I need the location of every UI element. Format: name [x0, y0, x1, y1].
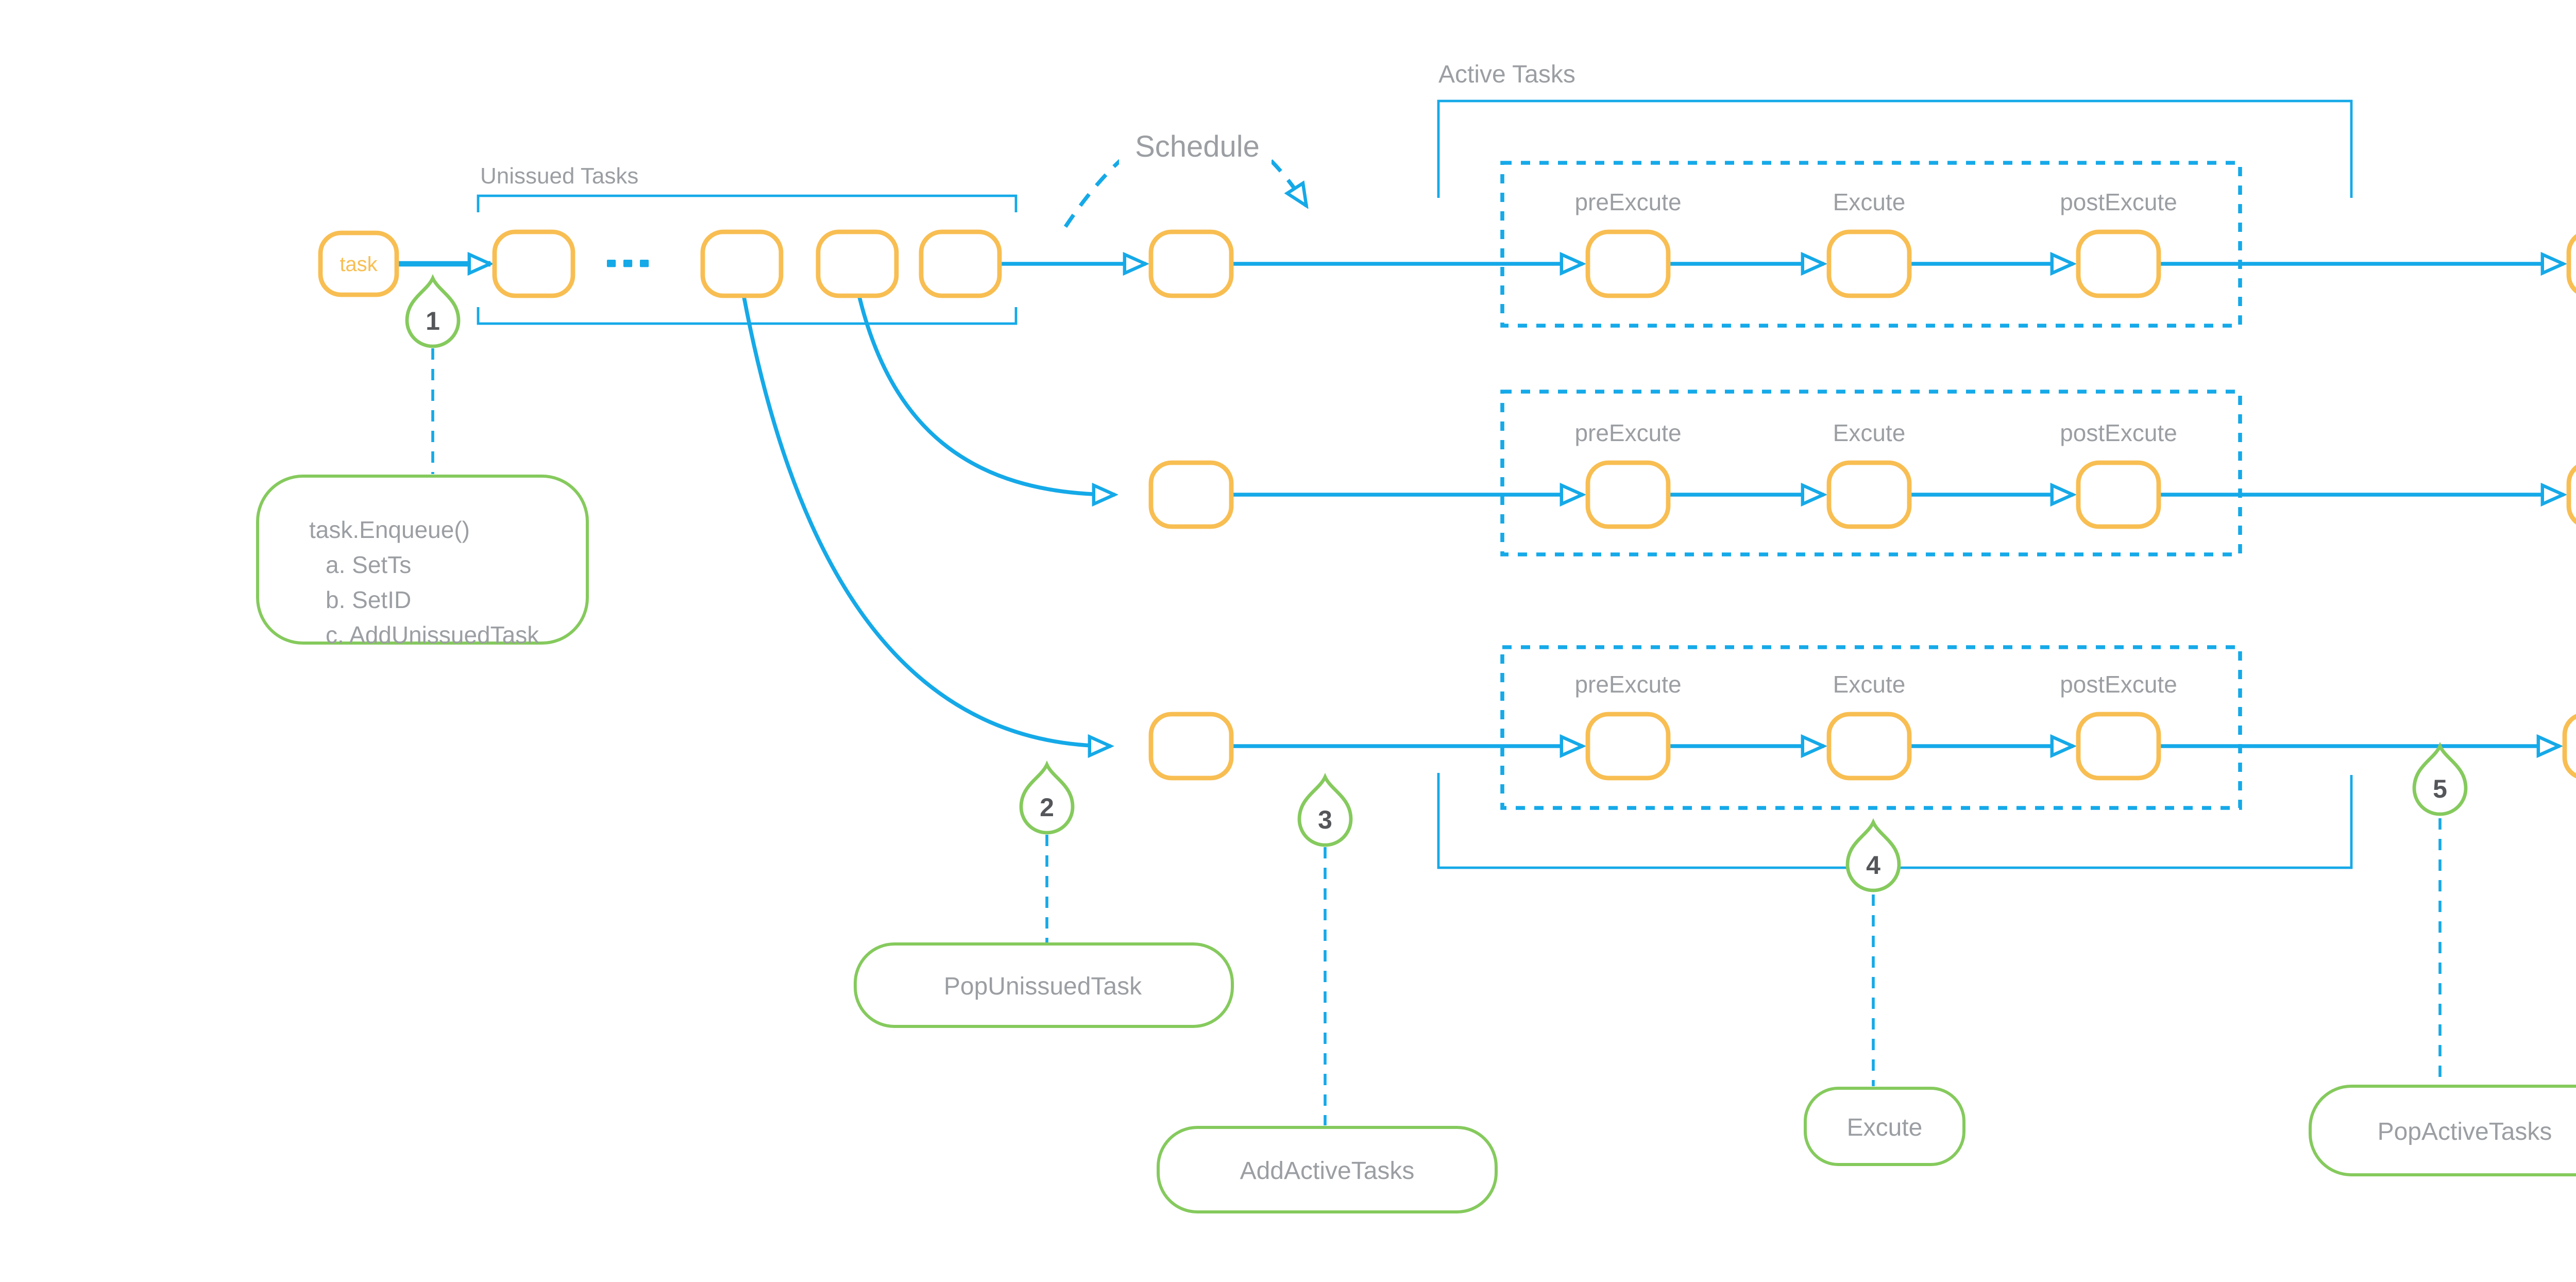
row1-post-execute-node [2076, 229, 2161, 298]
row2-pre-execute-label: preExcute [1574, 419, 1681, 446]
enqueue-line-2: a. SetTs [326, 551, 411, 578]
row2-execute-node [1826, 460, 1912, 529]
row3-post-execute-label: postExcute [2060, 671, 2177, 698]
row3-entry-node [1148, 712, 1234, 781]
add-active-tasks-label: AddActiveTasks [1240, 1157, 1415, 1185]
unissued-tasks-bracket-top [477, 194, 1018, 212]
row2-post-execute-node [2076, 460, 2161, 529]
pin-1: 1 [405, 274, 461, 348]
active-task-box-row2 [1500, 390, 2242, 556]
schedule-label: Schedule [1135, 130, 1260, 163]
queue-node-1 [492, 229, 575, 298]
row3-pre-execute-node [1585, 712, 1671, 781]
row2-execute-label: Excute [1833, 419, 1906, 446]
row2-entry-node [1148, 460, 1234, 529]
pin-2-number: 2 [1040, 793, 1054, 822]
queue-node-2 [700, 229, 784, 298]
pin-2: 2 [1019, 760, 1075, 835]
unissued-tasks-label: Unissued Tasks [480, 163, 638, 189]
enqueue-line-4: c. AddUnissuedTask [326, 621, 539, 648]
enqueue-line-3: b. SetID [326, 586, 411, 613]
pin-3: 3 [1297, 772, 1353, 847]
row1-entry-node [1148, 229, 1234, 298]
row1-execute-label: Excute [1833, 189, 1906, 215]
queue-node-3 [816, 229, 899, 298]
active-tasks-label: Active Tasks [1438, 61, 1575, 88]
row1-post-execute-label: postExcute [2060, 189, 2177, 215]
row2-end-node [2566, 465, 2576, 525]
row3-end-node [2562, 714, 2576, 779]
execute-annotation-label: Excute [1847, 1114, 1923, 1141]
queue-ellipsis-icon [607, 260, 649, 267]
pin-5-number: 5 [2433, 774, 2447, 803]
row3-pre-execute-label: preExcute [1574, 671, 1681, 698]
pop-unissued-task-label: PopUnissuedTask [944, 973, 1142, 1000]
add-active-tasks-box: AddActiveTasks [1157, 1126, 1498, 1213]
task-node-label: task [340, 253, 378, 276]
row2-post-execute-label: postExcute [2060, 419, 2177, 446]
row3-execute-label: Excute [1833, 671, 1906, 698]
pin-4-number: 4 [1866, 851, 1880, 880]
schedule-label-mask [1119, 87, 1272, 177]
task-node: task [318, 230, 399, 297]
curve-queue-to-row3 [742, 296, 1111, 746]
row1-end-node [2566, 234, 2576, 294]
row3-execute-node [1826, 712, 1912, 781]
unissued-tasks-bracket-bottom [477, 307, 1018, 325]
pin-3-number: 3 [1318, 805, 1332, 834]
enqueue-line-1: task.Enqueue() [309, 516, 470, 543]
enqueue-annotation-box: task.Enqueue() a. SetTs b. SetID c. AddU… [256, 475, 589, 648]
row3-post-execute-node [2076, 712, 2161, 781]
pop-unissued-task-box: PopUnissuedTask [854, 942, 1234, 1028]
pop-active-tasks-label: PopActiveTasks [2378, 1118, 2552, 1145]
curve-queue-to-row2 [857, 296, 1115, 495]
pin-1-number: 1 [426, 307, 440, 335]
row2-pre-execute-node [1585, 460, 1671, 529]
pop-active-tasks-box: PopActiveTasks [2309, 1085, 2576, 1176]
active-task-box-row1 [1500, 161, 2242, 328]
active-tasks-bracket [1437, 99, 2353, 198]
queue-node-4 [919, 229, 1002, 298]
pin-4: 4 [1845, 818, 1901, 892]
execute-annotation-box: Excute [1804, 1087, 1965, 1166]
pin-5: 5 [2412, 741, 2468, 816]
active-task-box-row3 [1500, 645, 2242, 810]
row1-pre-execute-node [1585, 229, 1671, 298]
row1-execute-node [1826, 229, 1912, 298]
row1-pre-execute-label: preExcute [1574, 189, 1681, 215]
